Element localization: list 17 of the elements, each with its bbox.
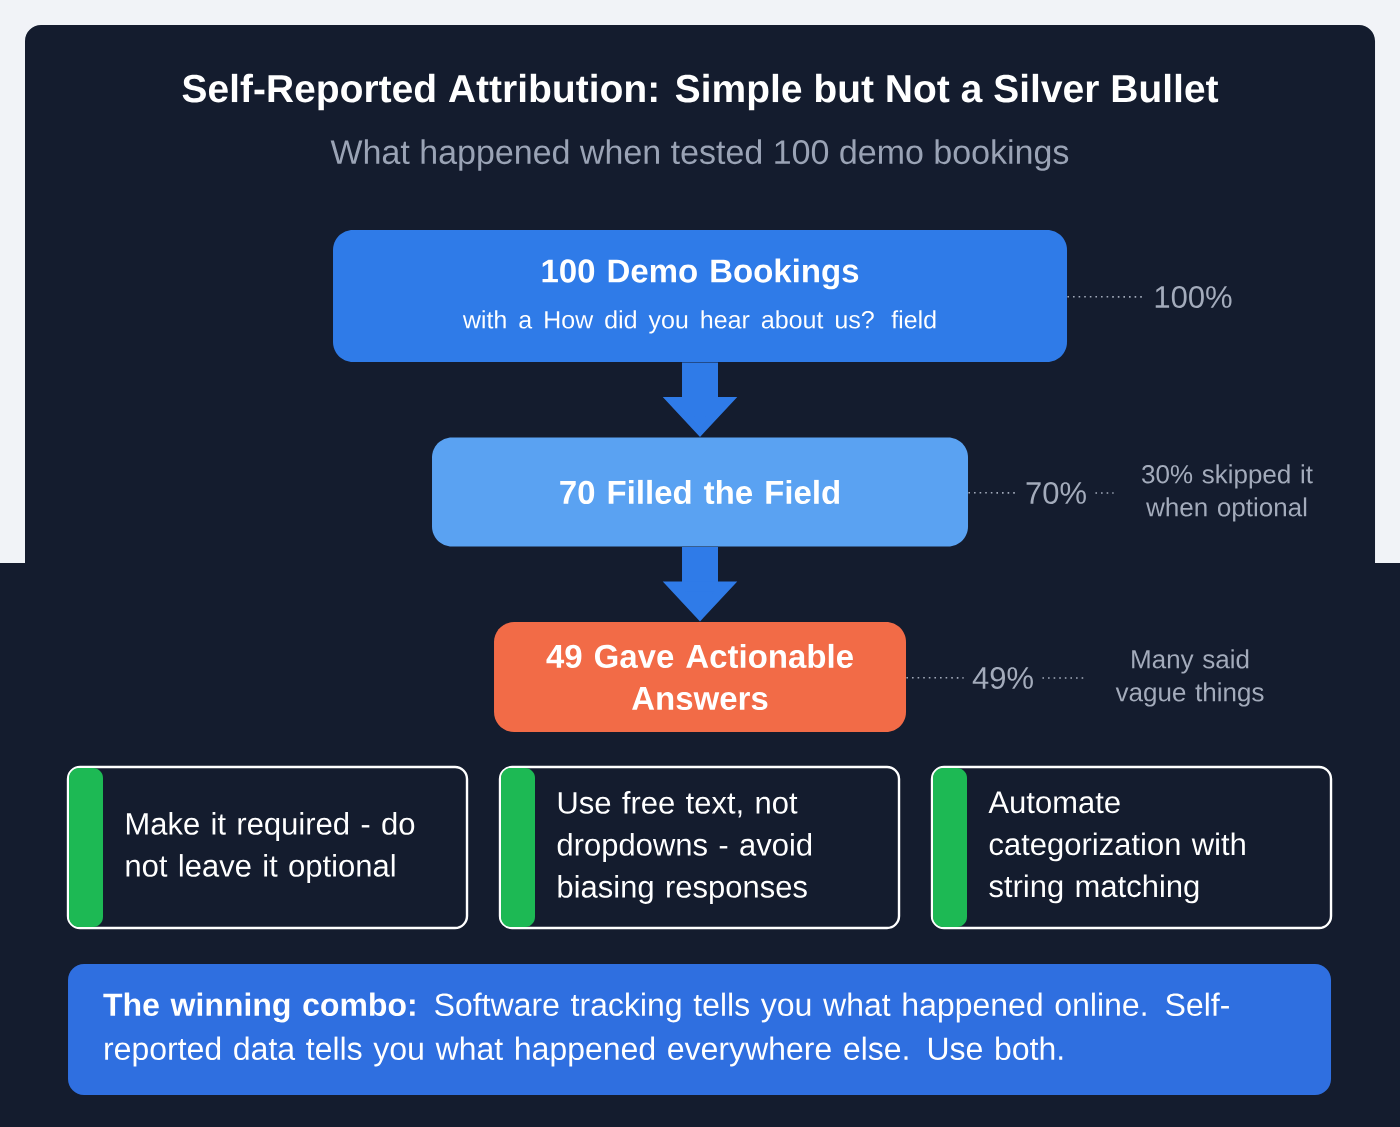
percentage-label: 70%	[1026, 482, 1086, 504]
tip-card: Use free text, not dropdowns - avoid biasing responses	[498, 765, 901, 930]
subtitle: What happened when tested 100 demo bookings	[330, 139, 1069, 171]
title: Self-Reported Attribution: Simple but Not a Silver Bullet	[182, 73, 1219, 111]
tip-card: Automate categorization with string matching	[930, 765, 1333, 930]
result-box: 49 Gave Actionable Answers	[494, 622, 906, 732]
note-text: Many said vague things	[1115, 649, 1264, 707]
leader-line	[1094, 492, 1115, 494]
percentage-label: 100%	[1155, 286, 1232, 308]
process-box: 100 Demo Bookings with a How did you hear about us? field	[333, 230, 1067, 362]
leader-line	[905, 676, 965, 679]
summary-banner: The winning combo: Software tracking tells you what happened online. Self-reported data tells you what happened everywhere else. Use both.	[68, 964, 1331, 1095]
leader-line	[967, 491, 1018, 494]
process-box: 70 Filled the Field	[432, 437, 968, 547]
note-text: 30% skipped it when optional	[1142, 464, 1313, 522]
tip-card: Make it required - do not leave it optional	[66, 765, 469, 930]
percentage-label: 49%	[972, 667, 1033, 689]
